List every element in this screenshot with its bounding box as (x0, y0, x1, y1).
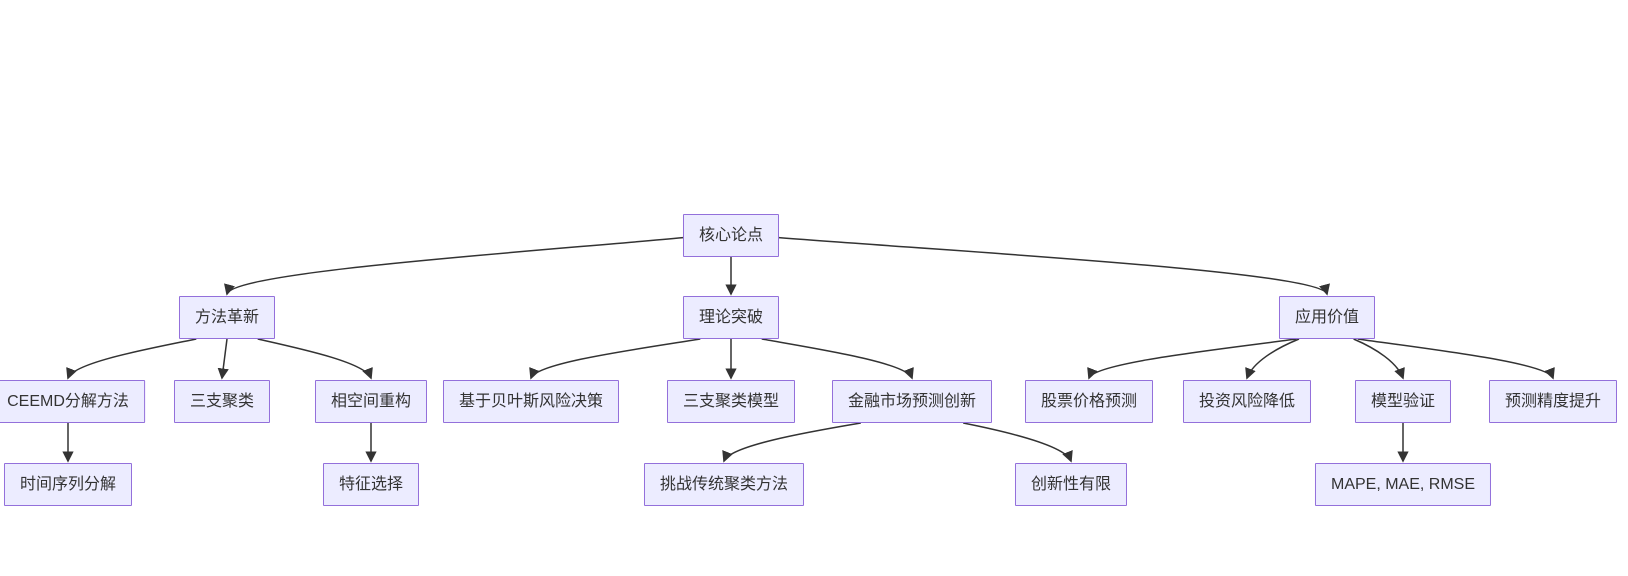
node-feature: 特征选择 (322, 463, 420, 506)
node-ceemd: CEEMD分解方法 (0, 380, 145, 423)
node-finance: 金融市场预测创新 (831, 380, 993, 423)
node-three_way_model: 三支聚类模型 (666, 380, 796, 423)
node-stock: 股票价格预测 (1024, 380, 1154, 423)
node-bayes: 基于贝叶斯风险决策 (442, 380, 620, 423)
node-core: 核心论点 (682, 214, 780, 257)
node-risk: 投资风险降低 (1182, 380, 1312, 423)
node-application: 应用价值 (1278, 296, 1376, 339)
node-challenge: 挑战传统聚类方法 (643, 463, 805, 506)
node-metrics: MAPE, MAE, RMSE (1314, 463, 1492, 506)
node-method: 方法革新 (178, 296, 276, 339)
node-limited: 创新性有限 (1014, 463, 1128, 506)
node-three_way: 三支聚类 (173, 380, 271, 423)
node-theory: 理论突破 (682, 296, 780, 339)
node-model_validation: 模型验证 (1354, 380, 1452, 423)
node-time_series: 时间序列分解 (3, 463, 133, 506)
node-phase_space: 相空间重构 (314, 380, 428, 423)
node-precision: 预测精度提升 (1488, 380, 1618, 423)
